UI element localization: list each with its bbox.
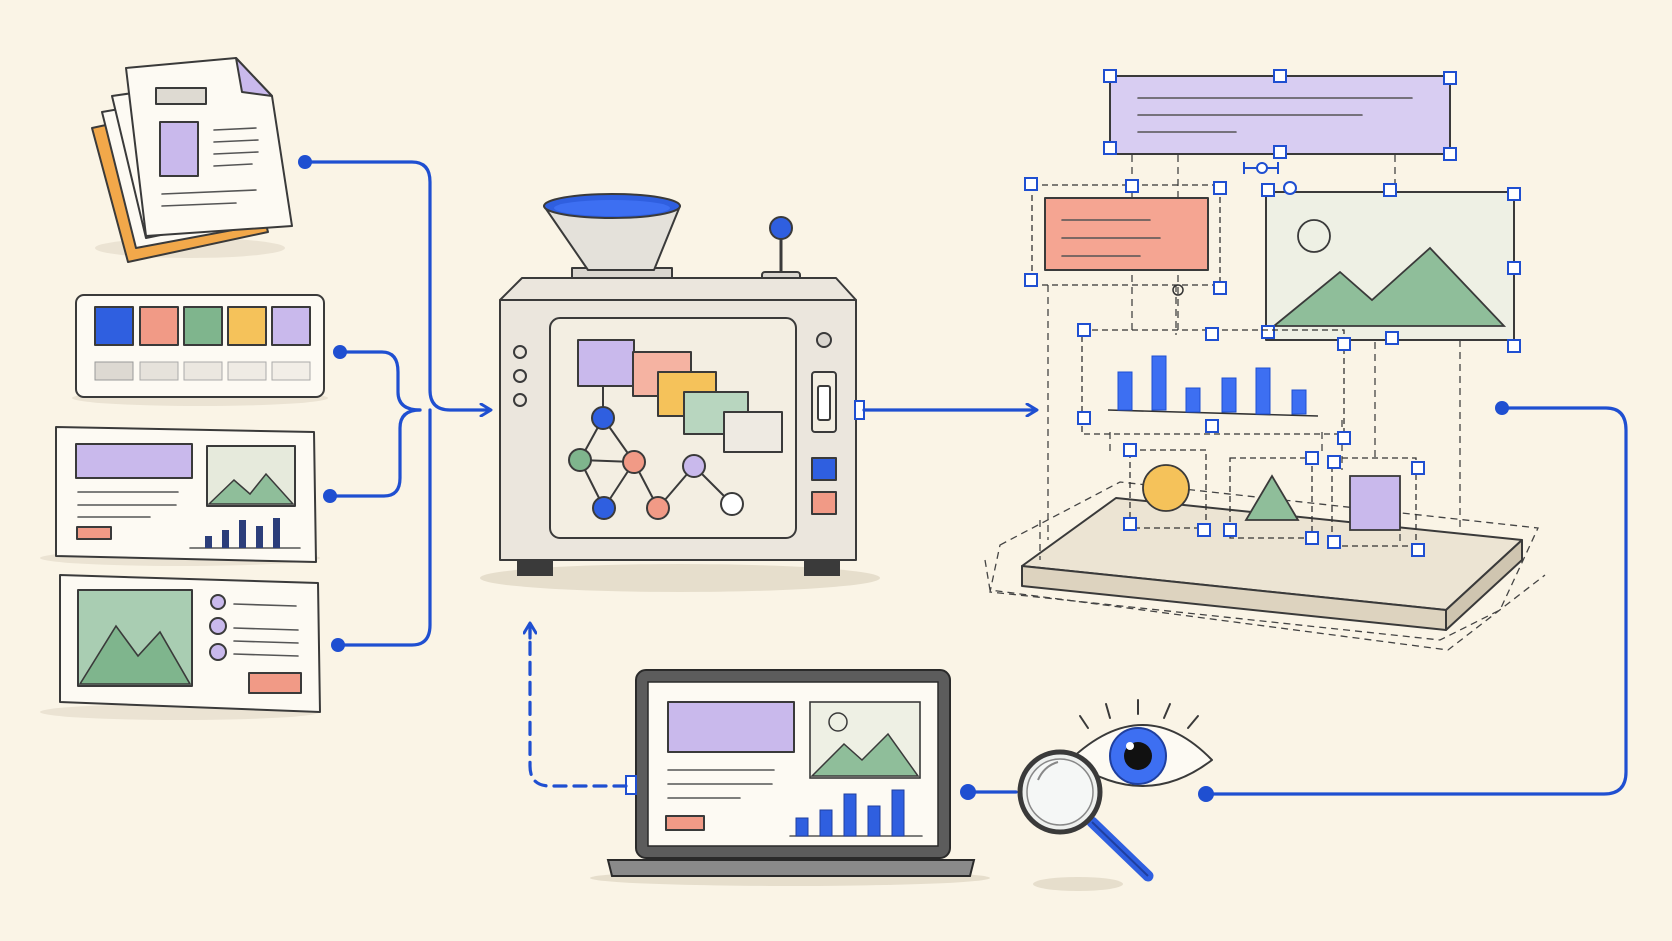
layer-chart-block [1077,323,1351,445]
swatch-purple [271,306,311,346]
funnel-icon [543,193,681,283]
swatch-blue [94,306,134,346]
layer-image-block [1261,181,1521,353]
swatch-salmon [139,306,179,346]
document-stack-icon [91,57,293,263]
input-connectors [298,155,490,652]
slide-with-image-icon [40,574,321,720]
laptop-to-machine-feedback [528,628,628,788]
layer-square-shape [1327,455,1425,557]
laptop-output-port [625,775,637,795]
layout-to-review-line [1204,406,1628,796]
swatch-green [183,306,223,346]
machine-with-funnel-icon [480,193,880,592]
color-palette-icon [72,294,328,406]
magnifying-glass-icon [1017,749,1154,891]
layer-header-block [1103,69,1457,161]
slide-with-chart-icon [40,426,320,566]
layer-triangle-shape [1223,451,1319,545]
laptop-icon [590,669,990,886]
machine-button-salmon [811,491,837,515]
layer-text-block [1024,177,1227,296]
network-graph-icon [568,385,744,520]
swatch-yellow [227,306,267,346]
layer-stack-icon [984,69,1546,651]
lever-knob-icon [761,216,801,283]
machine-button-blue [811,457,837,481]
layer-circle-shape [1123,443,1211,537]
rotate-handle-icon [1243,162,1279,174]
eye-icon [1069,699,1213,787]
